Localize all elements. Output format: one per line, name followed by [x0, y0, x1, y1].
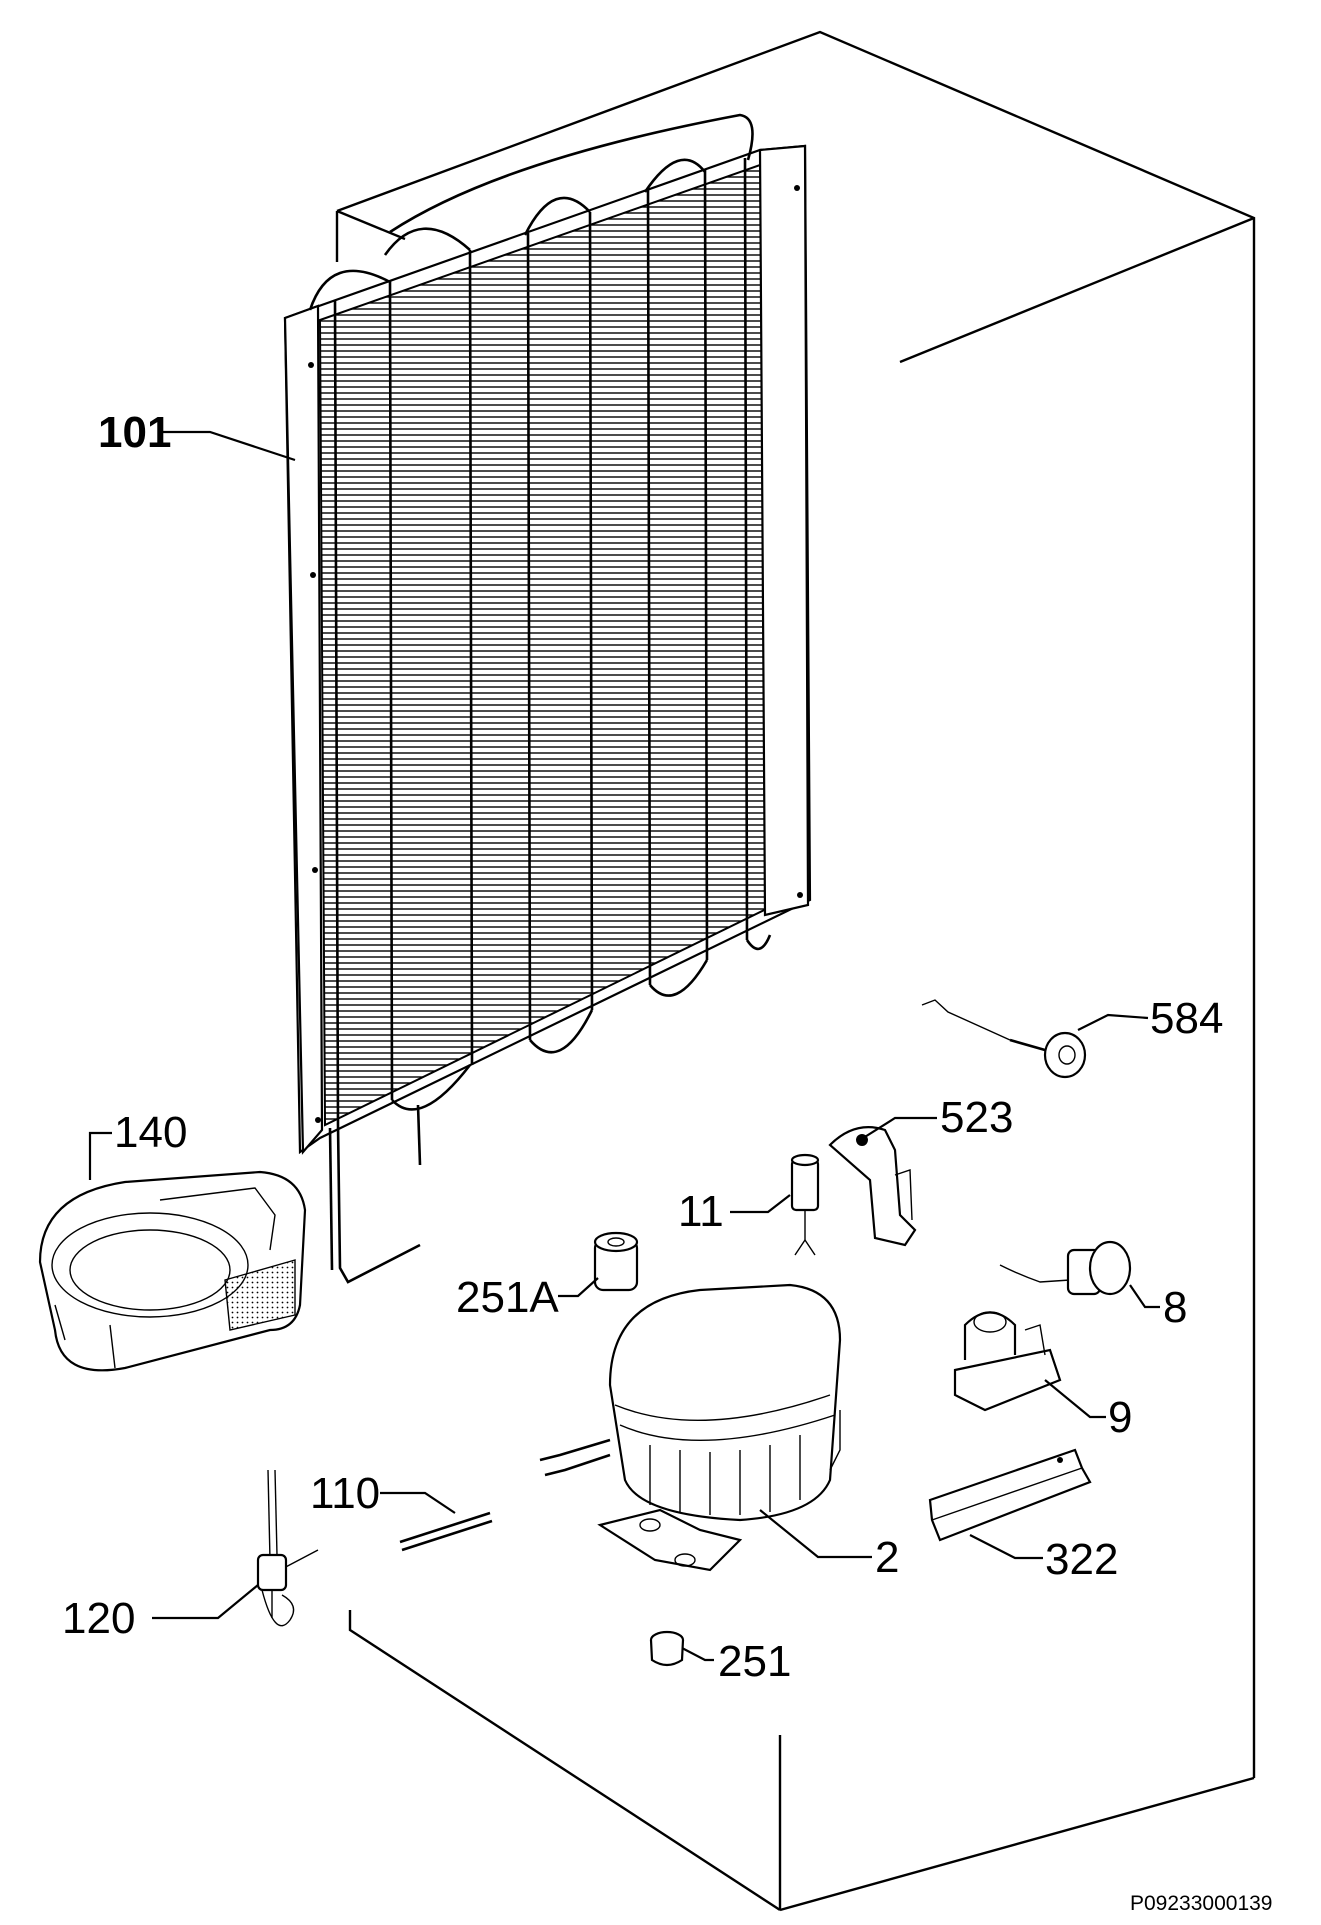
- callout-251: 251: [718, 1637, 791, 1686]
- callout-101: 101: [98, 408, 171, 457]
- callout-251a: 251A: [456, 1273, 559, 1322]
- callout-110: 110: [310, 1469, 380, 1518]
- callout-2: 2: [875, 1533, 899, 1582]
- callout-8: 8: [1163, 1283, 1187, 1332]
- callout-11: 11: [678, 1187, 724, 1236]
- tube-piece: [399, 1511, 493, 1552]
- callout-labels: 101 140 584 523 11 251A 8 9 110 2 322 12…: [62, 408, 1223, 1686]
- callout-523: 523: [940, 1093, 1013, 1142]
- mounting-rail: [928, 1448, 1092, 1542]
- grommet-lower: [649, 1630, 685, 1667]
- leader-lines: [88, 430, 1160, 1662]
- grommet-upper: [593, 1231, 639, 1292]
- callout-140: 140: [114, 1108, 187, 1157]
- reference-code: P09233000139: [1130, 1892, 1272, 1915]
- callout-322: 322: [1045, 1535, 1118, 1584]
- callout-9: 9: [1108, 1393, 1132, 1442]
- drip-tray: [38, 1170, 307, 1372]
- relay-clamp: [953, 1311, 1062, 1412]
- cabinet-outline: [335, 30, 1256, 1912]
- callout-120: 120: [62, 1594, 135, 1643]
- compressor: [539, 1283, 842, 1572]
- overload-protector: [999, 1240, 1132, 1296]
- protector-wire: [921, 999, 1087, 1079]
- condenser-coil: [283, 113, 812, 1284]
- callout-584: 584: [1150, 994, 1223, 1043]
- bracket: [828, 1126, 917, 1247]
- start-relay: [790, 1153, 820, 1256]
- filter-drier: [256, 1469, 319, 1627]
